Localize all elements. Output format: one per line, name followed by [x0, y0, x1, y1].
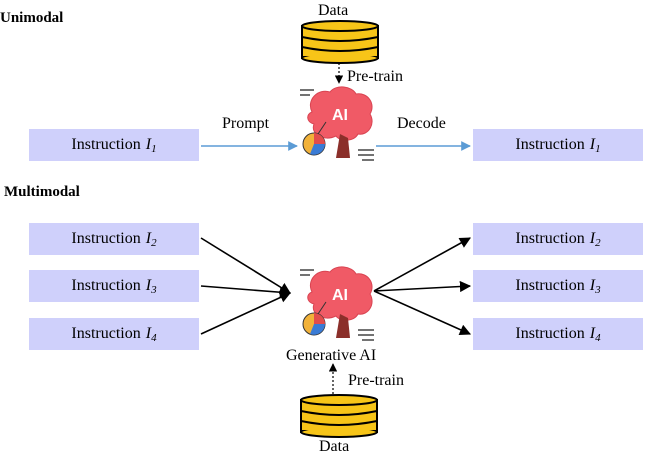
instruction-symbol: I [145, 136, 152, 153]
multimodal-data-label: Data [319, 438, 350, 455]
output-arrow-3 [373, 280, 472, 293]
instruction-symbol: I [589, 230, 596, 247]
ai-brain-icon: AI [300, 86, 374, 161]
instruction-text: Instruction [515, 136, 585, 153]
ai-brain-icon: AI [300, 266, 374, 341]
generative-ai-label: Generative AI [286, 347, 377, 364]
instruction-symbol: I [589, 277, 596, 294]
instruction-symbol: I [145, 277, 152, 294]
instruction-text: Instruction [71, 136, 141, 153]
instruction-symbol: I [589, 325, 596, 342]
instruction-subscript: 1 [595, 143, 601, 155]
database-icon [301, 20, 379, 64]
instruction-subscript: 3 [595, 284, 601, 296]
instruction-subscript: 3 [151, 284, 157, 296]
instruction-text: Instruction [71, 230, 141, 247]
input-arrow-4 [200, 292, 292, 335]
instruction-text: Instruction [515, 230, 585, 247]
multimodal-pretrain-label: Pre-train [348, 372, 404, 389]
instruction-text: Instruction [71, 277, 141, 294]
output-arrow-2 [373, 237, 471, 292]
instruction-subscript: 4 [595, 332, 601, 344]
decode-label: Decode [397, 115, 446, 132]
instruction-text: Instruction [515, 325, 585, 342]
unimodal-pretrain-label: Pre-train [347, 68, 403, 85]
instruction-subscript: 1 [151, 143, 157, 155]
instruction-text: Instruction [71, 325, 141, 342]
instruction-symbol: I [145, 230, 152, 247]
input-arrow-3 [200, 285, 292, 298]
instruction-symbol: I [589, 136, 596, 153]
input-arrow-2 [200, 237, 291, 294]
prompt-label: Prompt [222, 115, 270, 132]
unimodal-data-label: Data [318, 2, 349, 19]
output-arrow-4 [373, 290, 472, 335]
ai-text: AI [332, 287, 348, 304]
ai-text: AI [332, 107, 348, 124]
unimodal-title: Unimodal [0, 10, 64, 26]
database-icon [300, 394, 378, 438]
instruction-text: Instruction [515, 277, 585, 294]
instruction-subscript: 4 [151, 332, 157, 344]
instruction-subscript: 2 [151, 237, 157, 249]
multimodal-title: Multimodal [4, 184, 80, 200]
instruction-symbol: I [145, 325, 152, 342]
instruction-subscript: 2 [595, 237, 601, 249]
